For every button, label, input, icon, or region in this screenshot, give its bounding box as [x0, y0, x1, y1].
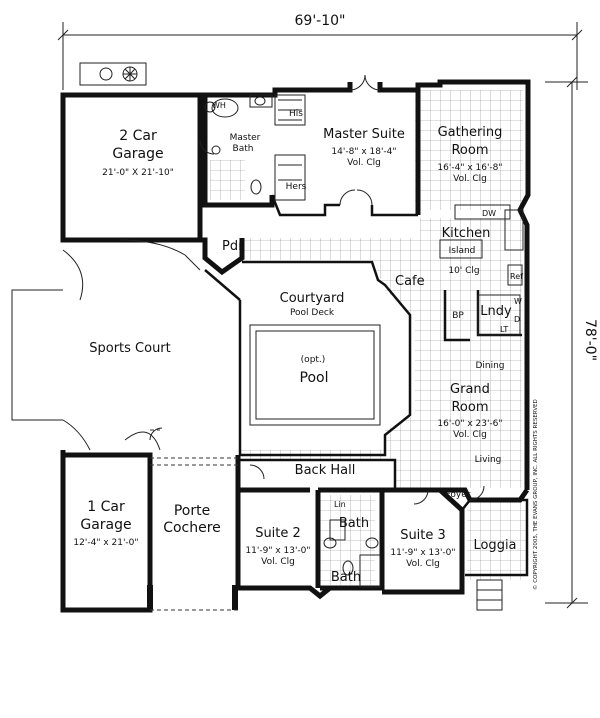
foyer-label: Foyer — [446, 490, 471, 500]
gathering-size: 16'-4" x 16'-8" — [437, 163, 502, 173]
bp-label: BP — [452, 311, 464, 321]
suite2-size: 11'-9" x 13'-0" — [245, 546, 310, 556]
loggia-label: Loggia — [473, 538, 516, 553]
suite3-note: Vol. Clg — [406, 559, 440, 569]
his-label: His — [289, 109, 303, 119]
grand-name-1: Grand — [450, 382, 490, 397]
master-bath-fixtures — [204, 94, 306, 201]
master-bath-name-1: Master — [230, 133, 261, 143]
bath-lower-label: Bath — [331, 570, 361, 585]
courtyard-name: Courtyard — [280, 291, 345, 306]
lndy-label: Lndy — [480, 304, 512, 319]
sports-court-outline — [11, 239, 201, 451]
grand-name-2: Room — [451, 400, 488, 415]
depth-dimension — [545, 76, 588, 609]
grand-note: Vol. Clg — [453, 430, 487, 440]
dining-label: Dining — [475, 361, 504, 371]
gathering-name-2: Room — [451, 143, 488, 158]
porte-line2: Cochere — [163, 520, 221, 536]
master-suite-note: Vol. Clg — [347, 158, 381, 168]
pool-name: Pool — [300, 370, 329, 386]
courtyard-sub: Pool Deck — [290, 308, 335, 318]
master-suite-name: Master Suite — [323, 127, 405, 142]
width-dimension — [57, 22, 583, 90]
tile-floors — [210, 90, 527, 585]
kitchen-fixtures — [439, 204, 524, 286]
lin-label: Lin — [334, 500, 346, 509]
suite3-name: Suite 3 — [400, 528, 446, 543]
porte-cochere-outline — [150, 429, 238, 611]
sports-court-label: Sports Court — [89, 341, 171, 356]
master-suite-size: 14'-8" x 18'-4" — [331, 147, 396, 157]
garage1-name-2: Garage — [80, 517, 131, 533]
porte-line1: Porte — [174, 503, 210, 519]
gathering-name-1: Gathering — [438, 125, 503, 140]
gathering-note: Vol. Clg — [453, 174, 487, 184]
back-hall-label: Back Hall — [295, 463, 356, 478]
lt-label: LT — [500, 325, 508, 334]
kitchen-name: Kitchen — [442, 226, 491, 241]
overall-width-label: 69'-10" — [295, 13, 346, 29]
suite-bath-fixtures — [323, 519, 381, 588]
bath-upper-label: Bath — [339, 516, 369, 531]
ref-label: Ref — [510, 272, 523, 281]
pool-opt: (opt.) — [301, 355, 326, 365]
island-label: Island — [449, 246, 476, 256]
living-label: Living — [475, 455, 502, 465]
dw-label: DW — [482, 209, 496, 218]
door-swings — [149, 74, 485, 505]
suite3-size: 11'-9" x 13'-0" — [390, 548, 455, 558]
overall-depth-label: 78'-0" — [582, 319, 598, 361]
cafe-label: Cafe — [395, 274, 425, 289]
garage2-name-1: 2 Car — [119, 128, 157, 144]
grand-size: 16'-0" x 23'-6" — [437, 419, 502, 429]
wh-label: WH — [212, 101, 226, 110]
kitchen-note: 10' Clg — [448, 266, 479, 276]
pool — [249, 324, 381, 426]
w-label: W — [514, 297, 522, 306]
suite2-name: Suite 2 — [255, 526, 301, 541]
d-label: D — [514, 315, 520, 324]
master-bath-name-2: Bath — [233, 144, 254, 154]
garage2-size: 21'-0" X 21'-10" — [102, 168, 174, 178]
garage1-size: 12'-4" x 21'-0" — [73, 538, 138, 548]
copyright-text: © COPYRIGHT 2005, THE EVANS GROUP, INC. … — [532, 399, 539, 590]
garage1-name-1: 1 Car — [87, 499, 125, 515]
outdoor-grill — [79, 62, 147, 86]
hers-label: Hers — [286, 182, 307, 192]
suite2-note: Vol. Clg — [261, 557, 295, 567]
garage2-name-2: Garage — [112, 146, 163, 162]
entry-steps — [476, 579, 503, 611]
pdr-label: Pdr — [222, 239, 244, 254]
